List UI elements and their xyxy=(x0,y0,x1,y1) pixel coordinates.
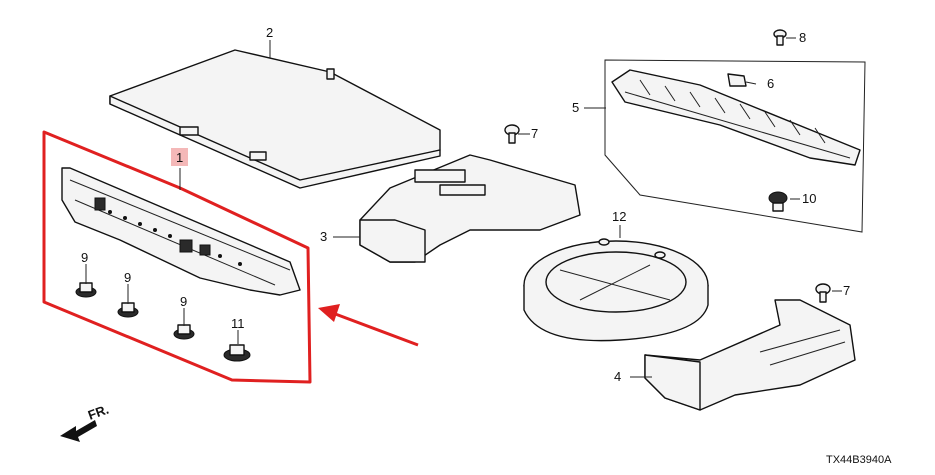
red-arrow xyxy=(329,310,419,347)
callout-3[interactable]: 3 xyxy=(320,229,327,244)
callout-1[interactable]: 1 xyxy=(176,150,183,165)
front-label: FR. xyxy=(86,402,111,423)
front-arrow-icon xyxy=(60,420,97,442)
part-5-frame xyxy=(604,59,866,233)
callout-5[interactable]: 5 xyxy=(572,100,579,115)
callout-2[interactable]: 2 xyxy=(266,25,273,40)
callout-11[interactable]: 11 xyxy=(231,316,245,331)
callout-6[interactable]: 6 xyxy=(767,76,774,91)
diagram-code: TX44B3940A xyxy=(826,454,892,466)
callout-1-highlight xyxy=(171,148,188,166)
clip-9-b xyxy=(117,302,139,318)
callout-4[interactable]: 4 xyxy=(614,369,621,384)
part-7-clip-a xyxy=(504,124,520,144)
part-1-rear-panel xyxy=(61,167,301,296)
part-12-tire-tray xyxy=(523,238,709,342)
clip-9-a xyxy=(75,282,97,298)
callout-7-b[interactable]: 7 xyxy=(843,283,850,298)
callout-10[interactable]: 10 xyxy=(802,191,816,206)
callout-8[interactable]: 8 xyxy=(799,30,806,45)
part-5-rear-trim xyxy=(611,69,861,166)
part-3-side-box xyxy=(359,154,581,263)
callout-9-a[interactable]: 9 xyxy=(81,250,88,265)
callout-9-b[interactable]: 9 xyxy=(124,270,131,285)
part-10-clip xyxy=(768,191,788,212)
part-4-side-box xyxy=(644,299,856,411)
part-2-floor-board xyxy=(109,49,441,189)
part-7-clip-b xyxy=(815,283,831,303)
callout-12[interactable]: 12 xyxy=(612,209,626,224)
part-6-clip xyxy=(727,73,747,87)
red-arrowhead xyxy=(318,304,340,322)
front-direction-indicator: FR. xyxy=(60,402,111,442)
clip-9-c xyxy=(173,324,195,340)
callout-7-a[interactable]: 7 xyxy=(531,126,538,141)
part-8-clip xyxy=(773,29,787,46)
clip-11 xyxy=(223,344,251,362)
callout-9-c[interactable]: 9 xyxy=(180,294,187,309)
